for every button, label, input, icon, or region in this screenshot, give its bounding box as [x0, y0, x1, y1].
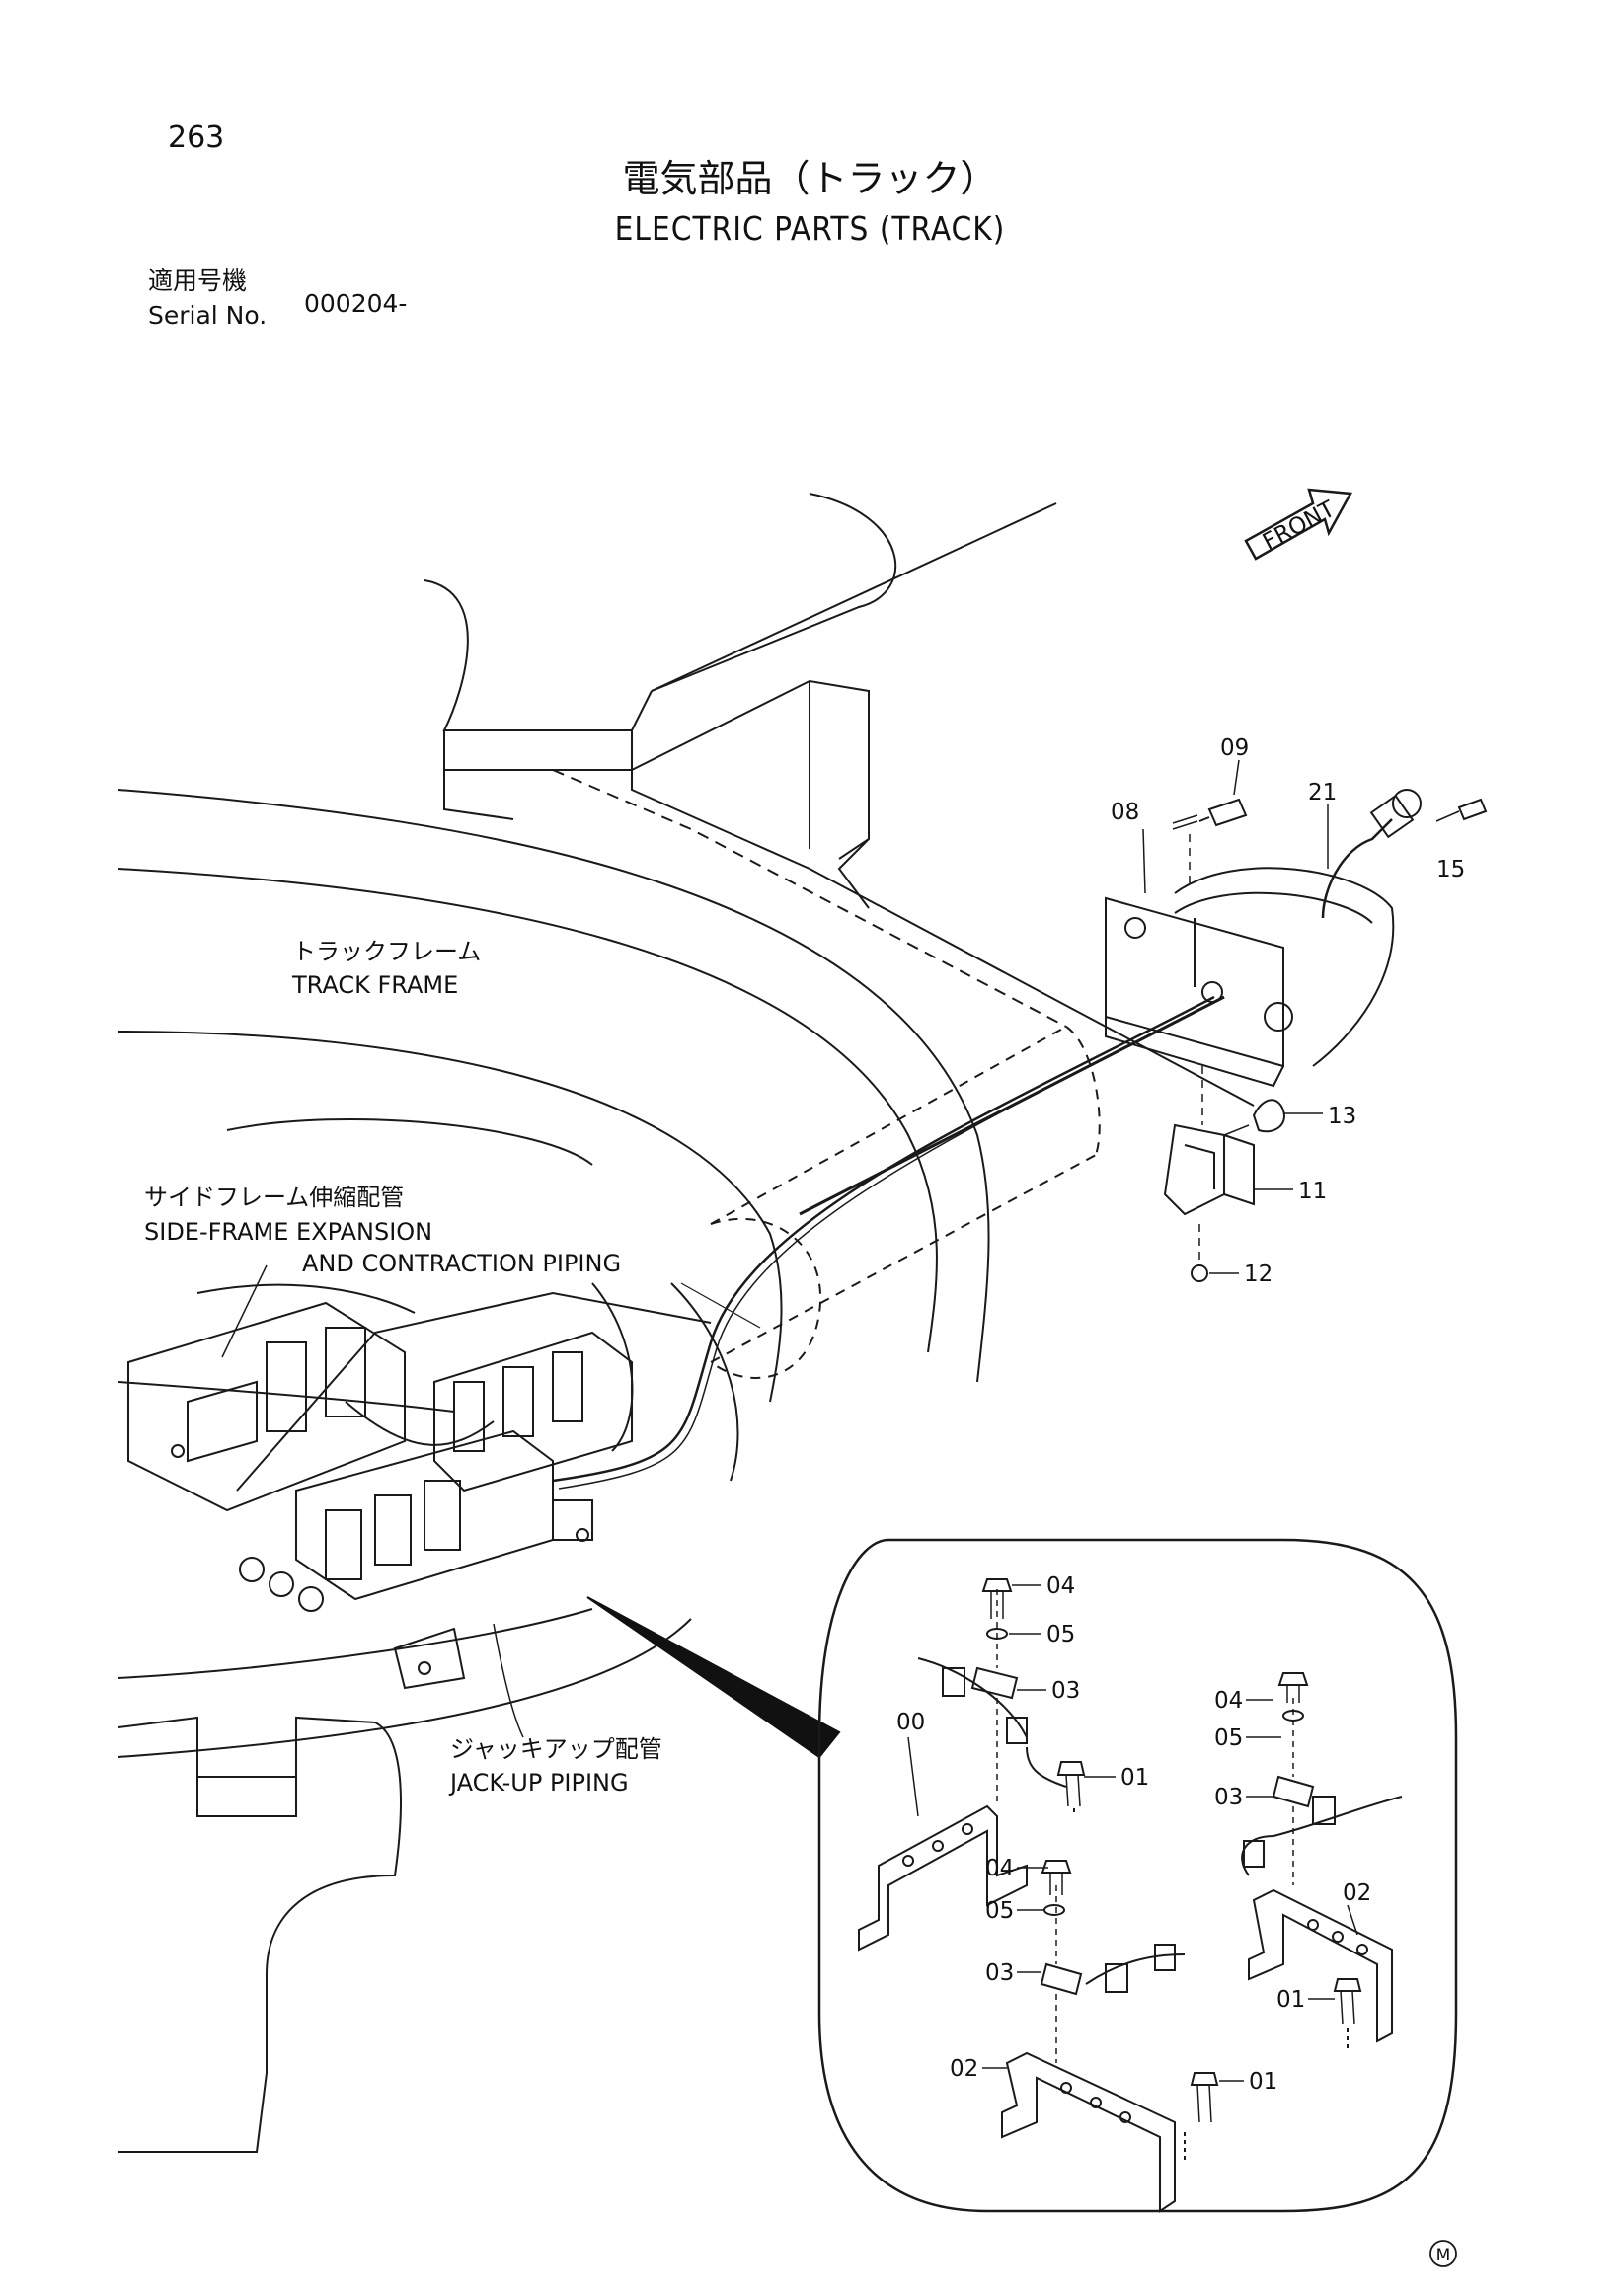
track-frame-label-ja: トラックフレーム: [292, 938, 482, 965]
front-arrow: FRONT: [1244, 488, 1353, 561]
bracket-assembly: [1105, 789, 1488, 1282]
detail-label-05-mid: 05: [985, 1898, 1014, 1924]
detail-label-05-right: 05: [1214, 1725, 1243, 1751]
detail-label-03-top: 03: [1051, 1678, 1080, 1704]
page-number: 263: [168, 120, 225, 155]
jackup-piping-label-ja: ジャッキアップ配管: [450, 1735, 662, 1763]
part-leaders: [1142, 759, 1329, 1274]
detail-label-01-bottom: 01: [1249, 2069, 1277, 2095]
part-label-21: 21: [1308, 780, 1337, 805]
side-frame-piping-label-en-2: AND CONTRACTION PIPING: [302, 1250, 622, 1277]
detail-label-02-bottom: 02: [950, 2056, 978, 2082]
jackup-piping-label-en: JACK-UP PIPING: [450, 1769, 629, 1797]
detail-label-00: 00: [896, 1710, 925, 1735]
detail-label-04-top: 04: [1046, 1573, 1075, 1599]
part-label-08: 08: [1111, 800, 1139, 825]
m-mark: M: [1436, 2246, 1451, 2265]
m-mark-circle: [1429, 2240, 1457, 2267]
detail-balloon: [817, 1538, 1458, 2213]
title-japanese: 電気部品（トラック）: [622, 157, 998, 200]
side-frame-piping-label-en-1: SIDE-FRAME EXPANSION: [144, 1218, 433, 1246]
part-label-12: 12: [1244, 1262, 1273, 1287]
part-label-11: 11: [1298, 1179, 1327, 1204]
detail-label-04-mid: 04: [985, 1856, 1014, 1881]
detail-contents: [858, 1578, 1403, 2213]
serial-label-japanese: 適用号機: [148, 267, 248, 295]
detail-label-02-right: 02: [1343, 1880, 1371, 1906]
serial-number-value: 000204-: [304, 289, 408, 318]
detail-pointer: [586, 1596, 841, 1759]
part-label-13: 13: [1328, 1104, 1356, 1129]
title-english: ELECTRIC PARTS (TRACK): [614, 209, 1006, 248]
detail-label-01-top: 01: [1120, 1765, 1149, 1791]
serial-label-english: Serial No.: [148, 301, 268, 330]
harness-cable: [552, 995, 1215, 1483]
valve-blocks: [127, 1283, 633, 1690]
part-label-09: 09: [1220, 735, 1249, 761]
detail-label-04-right: 04: [1214, 1688, 1243, 1714]
detail-label-05-top: 05: [1046, 1622, 1075, 1647]
track-frame-label-en: TRACK FRAME: [292, 971, 459, 999]
detail-label-01-right: 01: [1276, 1987, 1305, 2013]
frame-outline: [117, 493, 1255, 2153]
side-frame-piping-label-ja: サイドフレーム伸縮配管: [144, 1184, 405, 1211]
part-label-15: 15: [1436, 857, 1465, 882]
detail-leaders: [907, 1584, 1358, 2082]
detail-label-03-mid: 03: [985, 1960, 1014, 1986]
detail-label-03-right: 03: [1214, 1785, 1243, 1810]
